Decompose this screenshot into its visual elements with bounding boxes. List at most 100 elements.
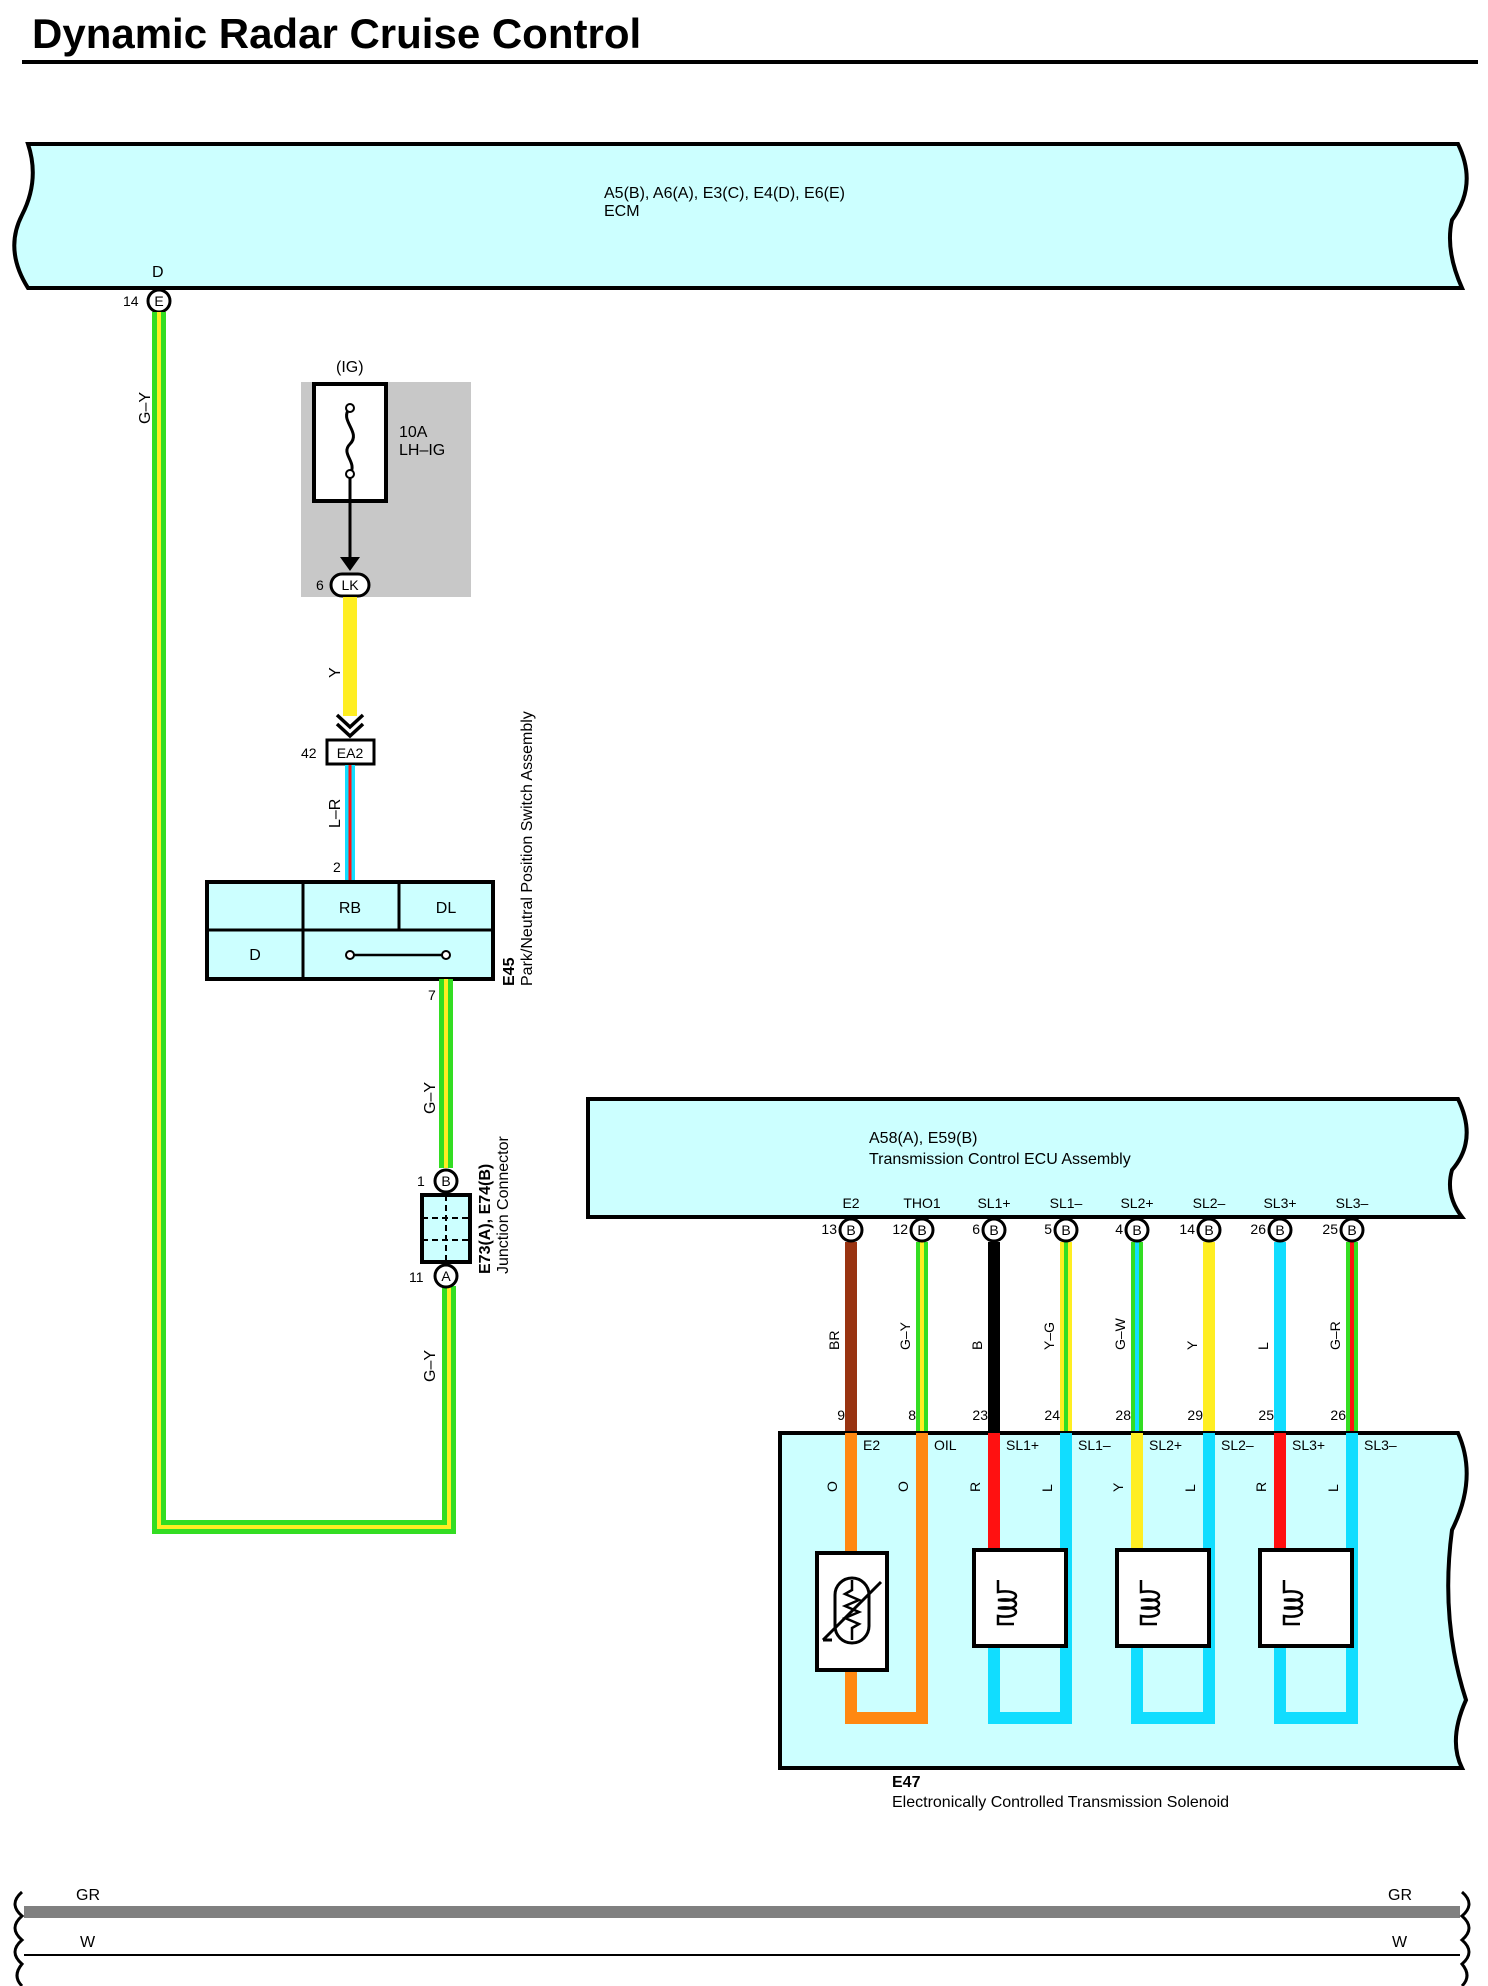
tcu-pin-label-0: E2 xyxy=(842,1195,859,1211)
tcu-pin-number-5: 14 xyxy=(1179,1221,1195,1237)
solenoid-pin-number-7: 26 xyxy=(1330,1407,1346,1423)
fuse-element-icon xyxy=(345,406,355,475)
tcu-pin-number-2: 6 xyxy=(972,1221,980,1237)
solenoid-pin-label-0: E2 xyxy=(863,1437,880,1453)
ea2-name: EA2 xyxy=(337,745,364,761)
wire-label-ea2-out: L–R xyxy=(327,799,344,828)
thermistor-arrow-line xyxy=(821,1580,883,1642)
tcu-wire-label-0: BR xyxy=(826,1331,842,1350)
solenoid-wire-label-6: R xyxy=(1253,1482,1269,1492)
fuse-ig-label: (IG) xyxy=(336,359,364,376)
solenoid-pin-label-2: SL1+ xyxy=(1006,1437,1039,1453)
page-title: Dynamic Radar Cruise Control xyxy=(32,10,641,57)
solenoid-pin-label-7: SL3– xyxy=(1364,1437,1397,1453)
tcu-box xyxy=(586,1097,1469,1219)
pnp-cell-d: D xyxy=(249,947,261,964)
ground-bus-gr xyxy=(24,1906,1460,1918)
pnp-contact-left xyxy=(345,950,355,960)
solenoid-wire-label-7: L xyxy=(1325,1484,1341,1492)
fuse-pin-connector-label: LK xyxy=(341,577,359,593)
tcu-pin-connector-label-0: B xyxy=(846,1222,855,1238)
ground-w-right: W xyxy=(1392,1934,1408,1951)
tcu-wire-label-5: Y xyxy=(1184,1340,1200,1350)
coil-icon-0 xyxy=(996,1580,1018,1626)
jc-pin-bottom xyxy=(433,1263,459,1289)
solenoid-pin-label-4: SL2+ xyxy=(1149,1437,1182,1453)
fuse-terminal-bottom xyxy=(345,469,355,479)
jc-pin-bottom-label: A xyxy=(441,1268,451,1284)
ground-gr-left: GR xyxy=(76,1887,100,1904)
tcu-pin-label-3: SL1– xyxy=(1050,1195,1083,1211)
tcu-wire-label-2: B xyxy=(969,1341,985,1350)
tcu-pin-number-7: 25 xyxy=(1322,1221,1338,1237)
solenoid-wire-label-0: O xyxy=(824,1481,840,1492)
tcu-pin-label-6: SL3+ xyxy=(1263,1195,1296,1211)
fuse-name: LH–IG xyxy=(399,442,445,459)
ecm-pin-side: D xyxy=(152,264,164,281)
solenoid-wire-label-4: Y xyxy=(1110,1482,1126,1492)
tcu-pin-number-1: 12 xyxy=(892,1221,908,1237)
tcu-wire-label-6: L xyxy=(1255,1342,1271,1350)
tcu-pin-connector-label-3: B xyxy=(1061,1222,1070,1238)
fuse-rating: 10A xyxy=(399,424,428,441)
tcu-pin-connector-label-1: B xyxy=(917,1222,926,1238)
solenoid-pin-number-5: 29 xyxy=(1187,1407,1203,1423)
wire-label-ecm-out: G–Y xyxy=(137,392,154,424)
jc-code: E73(A), E74(B) xyxy=(477,1164,494,1274)
tcu-wire-label-7: G–R xyxy=(1327,1321,1343,1350)
tcu-pin-connector-5 xyxy=(1196,1217,1222,1243)
wire-label-pnp-out: G–Y xyxy=(422,1082,439,1114)
wire-g-y-loop-stripe xyxy=(157,312,451,1529)
ecm-pin-number: 14 xyxy=(123,293,139,309)
solenoid-pin-label-3: SL1– xyxy=(1078,1437,1111,1453)
coil-box-0 xyxy=(972,1548,1068,1648)
tcu-pin-connector-1 xyxy=(909,1217,935,1243)
ecm-name: ECM xyxy=(604,203,640,220)
solenoid-pin-number-6: 25 xyxy=(1258,1407,1274,1423)
tcu-pin-connector-label-6: B xyxy=(1275,1222,1284,1238)
tcu-pin-connector-4 xyxy=(1124,1217,1150,1243)
pnp-pin-in: 2 xyxy=(333,859,341,875)
solenoid-pin-number-0: 9 xyxy=(837,1407,845,1423)
ea2-chevron-icon xyxy=(335,713,365,739)
thermistor-box xyxy=(815,1551,889,1672)
ecm-connectors: A5(B), A6(A), E3(C), E4(D), E6(E) xyxy=(604,185,845,202)
tcu-pin-connector-0 xyxy=(838,1217,864,1243)
tcu-pin-number-3: 5 xyxy=(1044,1221,1052,1237)
jc-pin-bottom-number: 11 xyxy=(409,1269,424,1285)
solenoid-pin-label-6: SL3+ xyxy=(1292,1437,1325,1453)
fuse-pin-connector xyxy=(329,572,371,598)
ecm-pin-connector-label: E xyxy=(154,293,163,309)
coil-icon-2 xyxy=(1282,1580,1304,1626)
solenoid-wire-label-1: O xyxy=(895,1481,911,1492)
solenoid-pin-number-1: 8 xyxy=(908,1407,916,1423)
tcu-pin-connector-6 xyxy=(1267,1217,1293,1243)
tcu-wire-label-4: G–W xyxy=(1112,1317,1128,1350)
tcu-pin-number-4: 4 xyxy=(1115,1221,1123,1237)
tcu-pin-label-2: SL1+ xyxy=(977,1195,1010,1211)
wire-label-jc-out: G–Y xyxy=(422,1350,439,1382)
tcu-pin-number-6: 26 xyxy=(1250,1221,1266,1237)
tcu-name: Transmission Control ECU Assembly xyxy=(869,1151,1131,1168)
fuse-terminal-top xyxy=(345,403,355,413)
ea2-connector xyxy=(325,738,376,766)
tcu-wire-label-3: Y–G xyxy=(1041,1322,1057,1350)
ground-break-left xyxy=(13,1890,25,1986)
tcu-pin-label-7: SL3– xyxy=(1336,1195,1369,1211)
tcu-pin-connector-label-7: B xyxy=(1347,1222,1356,1238)
solenoid-wire-label-3: L xyxy=(1039,1484,1055,1492)
solenoid-wire-label-5: L xyxy=(1182,1484,1198,1492)
solenoid-name: Electronically Controlled Transmission S… xyxy=(892,1794,1229,1811)
tcu-wire-label-1: G–Y xyxy=(897,1321,913,1350)
solenoid-wire-label-2: R xyxy=(967,1482,983,1492)
pnp-pin-out: 7 xyxy=(428,987,436,1003)
solenoid-pin-label-5: SL2– xyxy=(1221,1437,1254,1453)
jc-pin-top xyxy=(433,1168,459,1194)
tcu-pin-label-4: SL2+ xyxy=(1120,1195,1153,1211)
ecm-box xyxy=(12,142,1469,290)
solenoid-code: E47 xyxy=(892,1774,921,1791)
pnp-contact-right xyxy=(441,950,451,960)
coil-box-1 xyxy=(1115,1548,1211,1648)
